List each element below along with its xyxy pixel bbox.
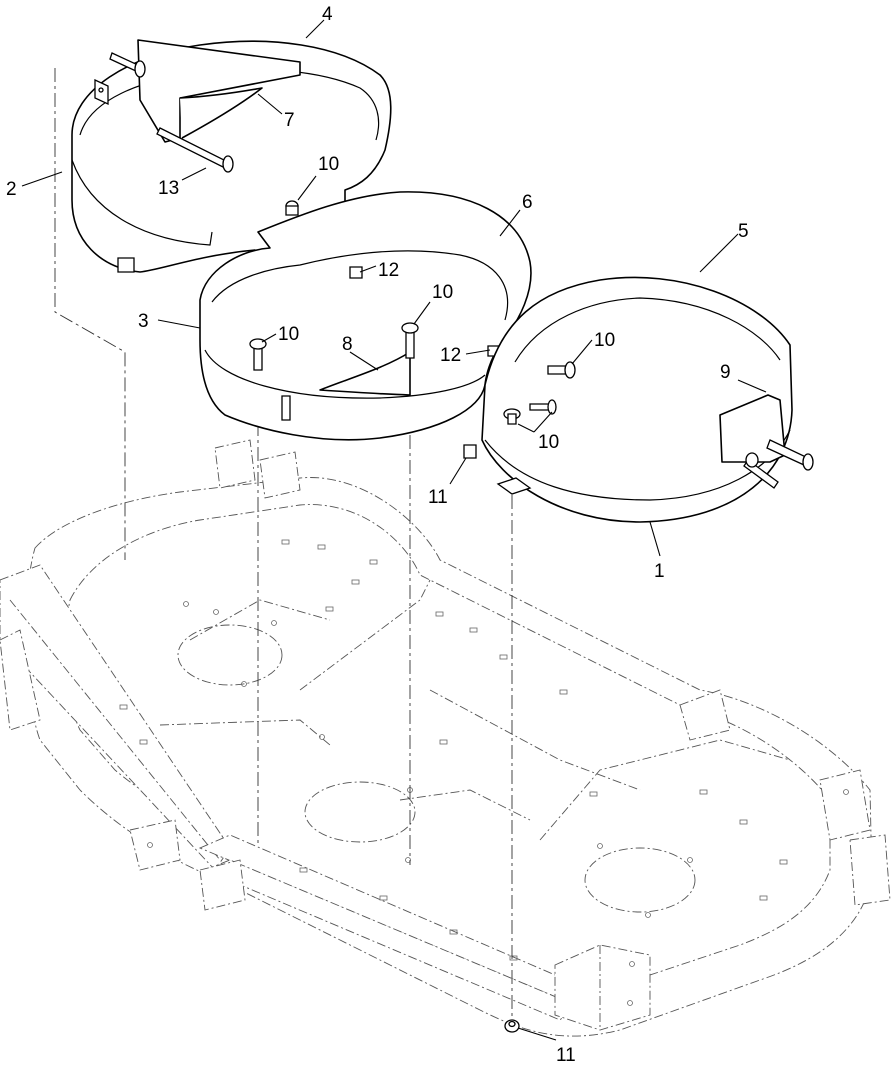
callout-10-e: 10 (538, 432, 559, 453)
baffle-5 (463, 276, 814, 523)
baffle-4 (71, 39, 392, 273)
leader-lines (21, 19, 767, 1041)
deck-holes (119, 539, 849, 1006)
mower-deck-phantom (0, 439, 891, 1037)
nut-11-bottom (504, 1019, 520, 1033)
callout-10-c: 10 (278, 324, 299, 345)
callout-8: 8 (342, 334, 353, 355)
callout-11-a: 11 (428, 487, 448, 508)
callouts: 1 2 3 4 5 6 7 8 9 10 10 10 10 10 11 11 1… (6, 4, 749, 1066)
callout-3: 3 (138, 311, 149, 332)
callout-12-a: 12 (378, 260, 399, 281)
callout-1: 1 (654, 561, 665, 582)
callout-13: 13 (158, 178, 179, 199)
callout-9: 9 (720, 362, 731, 383)
callout-4: 4 (322, 4, 333, 25)
callout-6: 6 (522, 192, 533, 213)
callout-11-b: 11 (556, 1045, 576, 1066)
callout-10-a: 10 (318, 154, 339, 175)
callout-12-b: 12 (440, 345, 461, 366)
callout-10-d: 10 (594, 330, 615, 351)
callout-10-b: 10 (432, 282, 453, 303)
callout-5: 5 (738, 221, 749, 242)
callout-7: 7 (284, 110, 295, 131)
callout-2: 2 (6, 179, 17, 200)
